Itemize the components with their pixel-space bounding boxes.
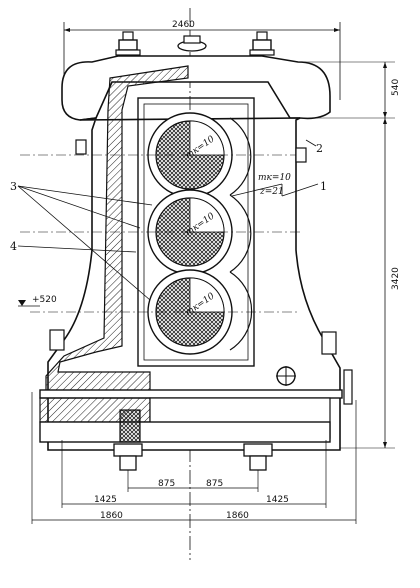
callout-1: 1 xyxy=(320,180,327,193)
dim-overall-width: 2460 xyxy=(172,20,195,30)
top-bolts xyxy=(115,31,275,56)
dim-half-left: 1860 xyxy=(100,511,123,521)
dim-top-height: 540 xyxy=(391,79,401,96)
dim-mid-right: 1425 xyxy=(266,495,289,505)
drain-plug xyxy=(276,366,296,386)
gear-axes xyxy=(20,154,300,313)
gear-stack: mк=10 mк=10 mк=10 xyxy=(147,112,253,355)
dim-body-height: 3420 xyxy=(391,267,401,290)
gear-module-note: mк=10 xyxy=(258,173,291,183)
section-wall-left xyxy=(45,65,189,393)
gear-teeth-note: z=21 xyxy=(259,187,284,197)
level-marker xyxy=(18,300,40,307)
dim-inner-right: 875 xyxy=(206,479,223,489)
gear: mк=10 xyxy=(147,269,233,355)
side-bolts xyxy=(49,139,353,405)
base-flange xyxy=(39,389,343,443)
leader-lines xyxy=(17,139,319,301)
top-housing xyxy=(61,55,331,121)
dim-side-level: +520 xyxy=(32,295,57,305)
callout-3: 3 xyxy=(10,180,17,193)
dim-half-right: 1860 xyxy=(226,511,249,521)
dim-inner-left: 875 xyxy=(158,479,175,489)
callout-4: 4 xyxy=(10,240,17,253)
callout-2: 2 xyxy=(316,142,323,155)
dimension-bottom xyxy=(31,392,357,524)
dim-mid-left: 1425 xyxy=(94,495,117,505)
